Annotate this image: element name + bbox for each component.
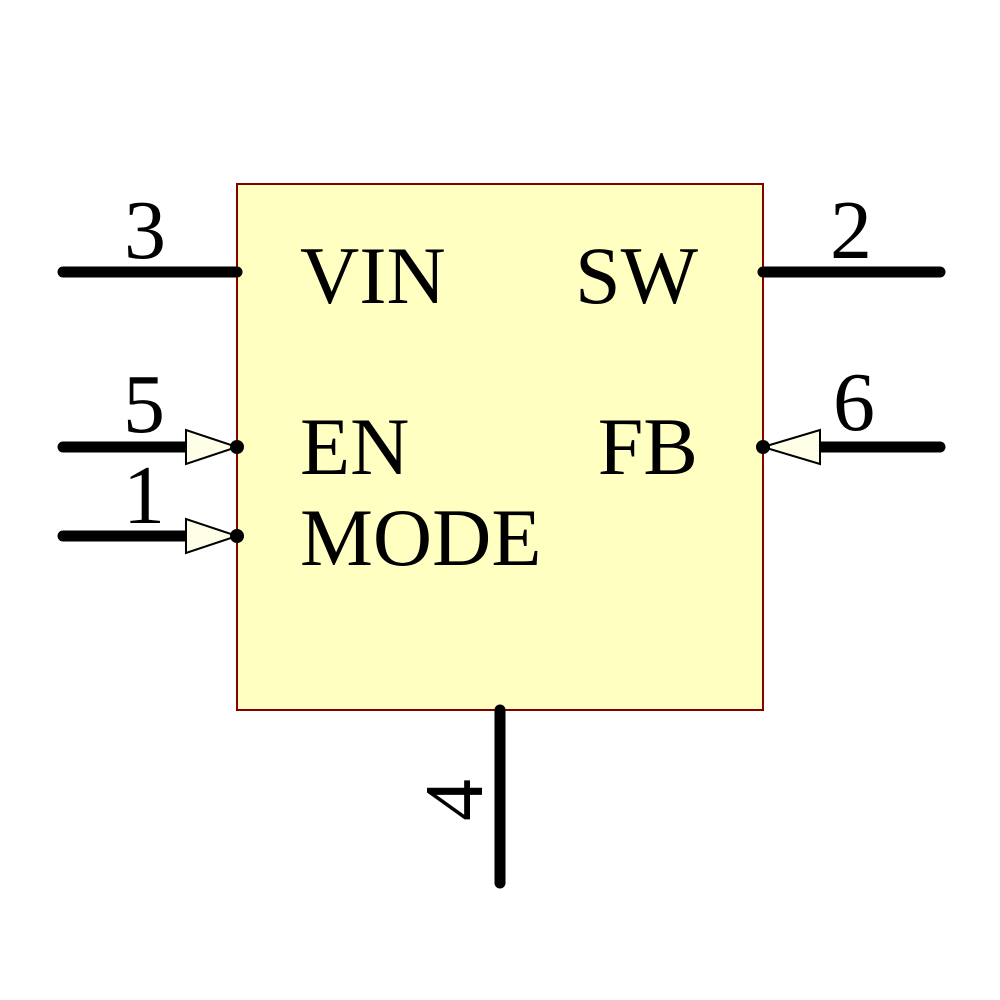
pin-6-fb: 6 FB (598, 356, 946, 492)
pin-name-fb: FB (598, 401, 698, 492)
input-arrow-right-icon (185, 428, 241, 466)
pin-4-number: 4 (408, 779, 501, 821)
pin-2-number: 2 (830, 184, 872, 277)
pin-name-en: EN (300, 401, 409, 492)
pin-1-endpoint-dot (230, 529, 244, 543)
pin-3-vin: 3 VIN (57, 184, 446, 321)
input-arrow-left-icon (759, 428, 821, 466)
pin-name-mode: MODE (300, 492, 541, 583)
pin-5-en: 5 EN (57, 358, 409, 492)
pin-6-number: 6 (833, 356, 875, 449)
pin-4: 4 (408, 704, 506, 889)
component-body[interactable] (236, 183, 764, 711)
pin-1-number: 1 (123, 449, 165, 542)
pin-6-endpoint-dot (756, 440, 770, 454)
pin-3-number: 3 (124, 184, 166, 277)
pin-2-sw: 2 SW (575, 184, 946, 321)
pin-name-vin: VIN (300, 230, 446, 321)
pin-1-mode: 1 MODE (57, 449, 541, 583)
pin-name-sw: SW (575, 230, 699, 321)
pin-5-endpoint-dot (230, 440, 244, 454)
pin-5-number: 5 (123, 358, 165, 451)
input-arrow-right-icon (185, 517, 241, 555)
